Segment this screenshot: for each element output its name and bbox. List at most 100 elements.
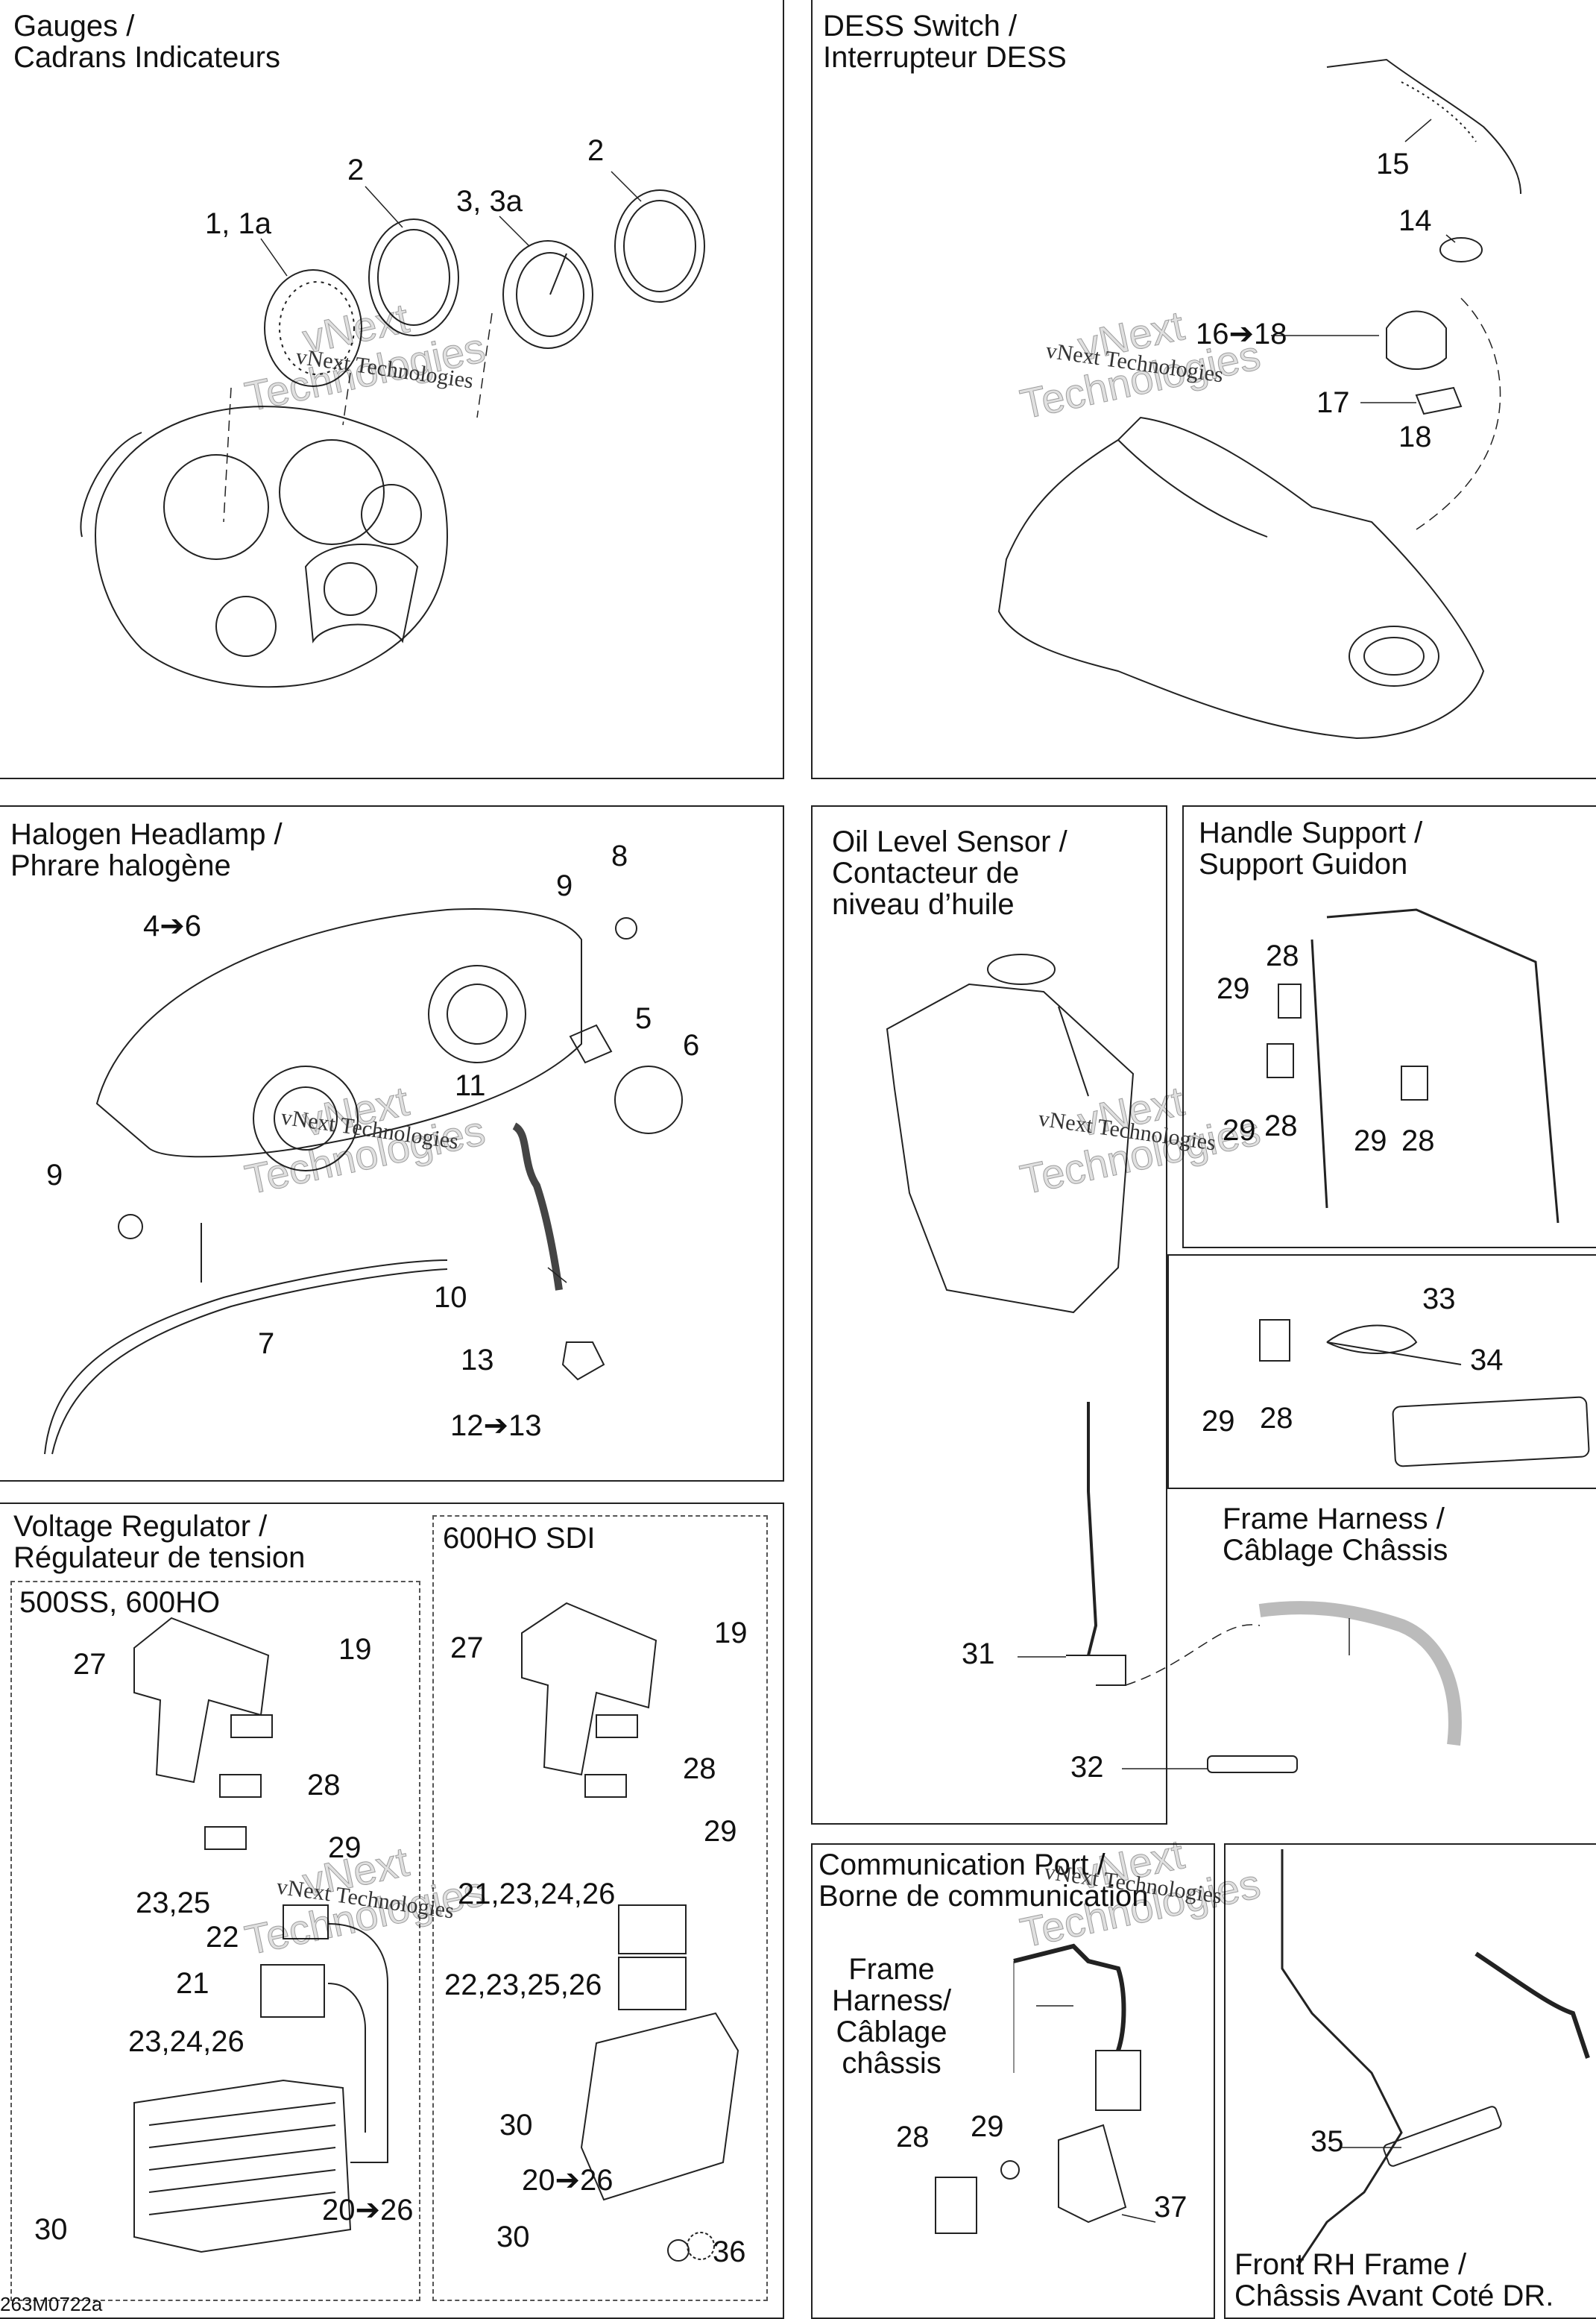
headlamp-grommet-9 bbox=[119, 1215, 142, 1239]
callout-11: 11 bbox=[455, 1069, 486, 1102]
dess-nut bbox=[1416, 388, 1461, 414]
headlamp-nut-8 bbox=[616, 918, 637, 939]
callout-29a: 29 bbox=[1217, 972, 1250, 1005]
connector-21 bbox=[261, 1965, 324, 2017]
callout-20-26: 20➔26 bbox=[322, 2194, 414, 2227]
callout-14: 14 bbox=[1398, 204, 1432, 237]
callout-21-23-24-26: 21,23,24,26 bbox=[458, 1878, 616, 1910]
title-handle: Handle Support / Support Guidon bbox=[1199, 816, 1423, 881]
oil-sensor-tee bbox=[1066, 1655, 1126, 1685]
callout-19: 19 bbox=[338, 1633, 372, 1666]
clip-28c bbox=[1401, 1066, 1428, 1100]
harness-sleeve-32 bbox=[1208, 1756, 1297, 1772]
title-oil: Oil Level Sensor / Contacteur de niveau … bbox=[832, 825, 1067, 921]
callout-28c: 28 bbox=[1401, 1124, 1435, 1157]
regulator-sdi bbox=[581, 2013, 738, 2200]
callout-2b: 2 bbox=[587, 134, 605, 167]
drawing-code: 263M0722a bbox=[0, 2293, 103, 2315]
regulator-500 bbox=[134, 2080, 350, 2252]
bracket-27-sdi bbox=[522, 1603, 656, 1775]
callout-10: 10 bbox=[434, 1281, 467, 1314]
oil-sensor bbox=[1088, 1402, 1096, 1655]
title-gauges: Gauges / Cadrans Indicateurs bbox=[13, 10, 280, 74]
callout-7: 7 bbox=[258, 1327, 275, 1360]
dess-ring bbox=[1440, 238, 1482, 262]
headlamp-bulb-cover bbox=[615, 1066, 682, 1133]
connector-22-sdi bbox=[619, 1957, 686, 2010]
headlamp-bulb bbox=[570, 1025, 611, 1063]
callout-33: 33 bbox=[1422, 1283, 1456, 1315]
title-frame-harness: Frame Harness / Câblage Châssis bbox=[1223, 1503, 1448, 1567]
callout-29c: 29 bbox=[1354, 1124, 1387, 1157]
callout-20-26-sdi: 20➔26 bbox=[522, 2164, 614, 2197]
callout-31: 31 bbox=[962, 1637, 995, 1670]
title-dess: DESS Switch / Interrupteur DESS bbox=[823, 10, 1067, 74]
callout-28a: 28 bbox=[1266, 940, 1299, 972]
callout-22-23-25-26: 22,23,25,26 bbox=[444, 1969, 602, 2001]
callout-34: 34 bbox=[1470, 1344, 1504, 1376]
title-comm-harness: Frame Harness/ Câblage châssis bbox=[832, 1953, 952, 2080]
title-headlamp: Halogen Headlamp / Phrare halogène bbox=[10, 818, 283, 882]
callout-9b: 9 bbox=[46, 1159, 63, 1192]
callout-29-sdi: 29 bbox=[704, 1815, 737, 1848]
callout-17: 17 bbox=[1316, 386, 1350, 419]
panel-handle-bottom bbox=[1167, 1254, 1596, 1489]
title-communication: Communication Port / Borne de communicat… bbox=[818, 1848, 1149, 1913]
callout-3-3a: 3, 3a bbox=[456, 185, 523, 218]
headlamp-connector bbox=[563, 1342, 604, 1379]
callout-12-13: 12➔13 bbox=[450, 1409, 542, 1442]
panel-dess bbox=[811, 0, 1596, 779]
clip-28-reg-b bbox=[220, 1775, 261, 1797]
harness-sleeve-35 bbox=[1383, 2106, 1503, 2168]
callout-2a: 2 bbox=[347, 154, 365, 186]
comm-screw-29 bbox=[1001, 2161, 1019, 2179]
grease-tube-34 bbox=[1392, 1397, 1589, 1466]
gauge-cluster-housing bbox=[81, 406, 447, 687]
bracket-27 bbox=[134, 1618, 268, 1782]
clip-28-reg-c bbox=[205, 1827, 246, 1849]
callout-36: 36 bbox=[713, 2235, 746, 2268]
comm-connector bbox=[1096, 2051, 1141, 2110]
panel-headlamp bbox=[0, 805, 784, 1482]
clip-28a bbox=[1278, 984, 1301, 1018]
callout-1-1a: 1, 1a bbox=[205, 207, 271, 240]
headlamp-trim-strip bbox=[45, 1260, 447, 1454]
callout-27: 27 bbox=[73, 1648, 107, 1681]
gauge-3 bbox=[503, 241, 593, 348]
callout-28-sdi: 28 bbox=[683, 1752, 716, 1785]
ground-terminal bbox=[668, 2240, 689, 2261]
cable-tie-33 bbox=[1327, 1326, 1461, 1365]
clip-28-sdi-a bbox=[596, 1715, 637, 1737]
panel-gauges bbox=[0, 0, 784, 779]
comm-harness-cable bbox=[1014, 1946, 1124, 2051]
dess-console bbox=[999, 418, 1483, 738]
callout-22: 22 bbox=[206, 1921, 239, 1954]
panel-oil bbox=[811, 805, 1167, 1825]
subpanel-500ss-600ho bbox=[10, 1581, 420, 2301]
callout-23-25: 23,25 bbox=[136, 1887, 211, 1919]
callout-28-comm: 28 bbox=[896, 2121, 930, 2153]
callout-6: 6 bbox=[683, 1029, 700, 1062]
callout-15: 15 bbox=[1376, 148, 1410, 180]
comm-clip-28 bbox=[936, 2177, 977, 2233]
clip-28d bbox=[1260, 1320, 1290, 1361]
frame-harness-cable bbox=[1260, 1608, 1455, 1745]
comm-cap-37 bbox=[1059, 2125, 1126, 2222]
callout-28d: 28 bbox=[1260, 1402, 1293, 1435]
callout-29-reg: 29 bbox=[328, 1831, 362, 1864]
subpanel-600ho-sdi bbox=[432, 1515, 768, 2301]
headlamp-housing bbox=[97, 909, 581, 1171]
handle-support-frame bbox=[1312, 910, 1558, 1223]
gauge-1 bbox=[265, 270, 362, 386]
callout-29b: 29 bbox=[1223, 1114, 1256, 1147]
callout-30a: 30 bbox=[34, 2213, 68, 2246]
callout-5: 5 bbox=[635, 1002, 652, 1035]
callout-30-sdi-b: 30 bbox=[496, 2221, 530, 2253]
callout-13: 13 bbox=[461, 1344, 494, 1376]
dess-lanyard bbox=[1327, 60, 1521, 194]
title-regulator: Voltage Regulator / Régulateur de tensio… bbox=[13, 1510, 306, 1574]
callout-30-sdi-a: 30 bbox=[499, 2109, 533, 2142]
callout-37: 37 bbox=[1154, 2191, 1187, 2224]
callout-32: 32 bbox=[1070, 1751, 1104, 1784]
